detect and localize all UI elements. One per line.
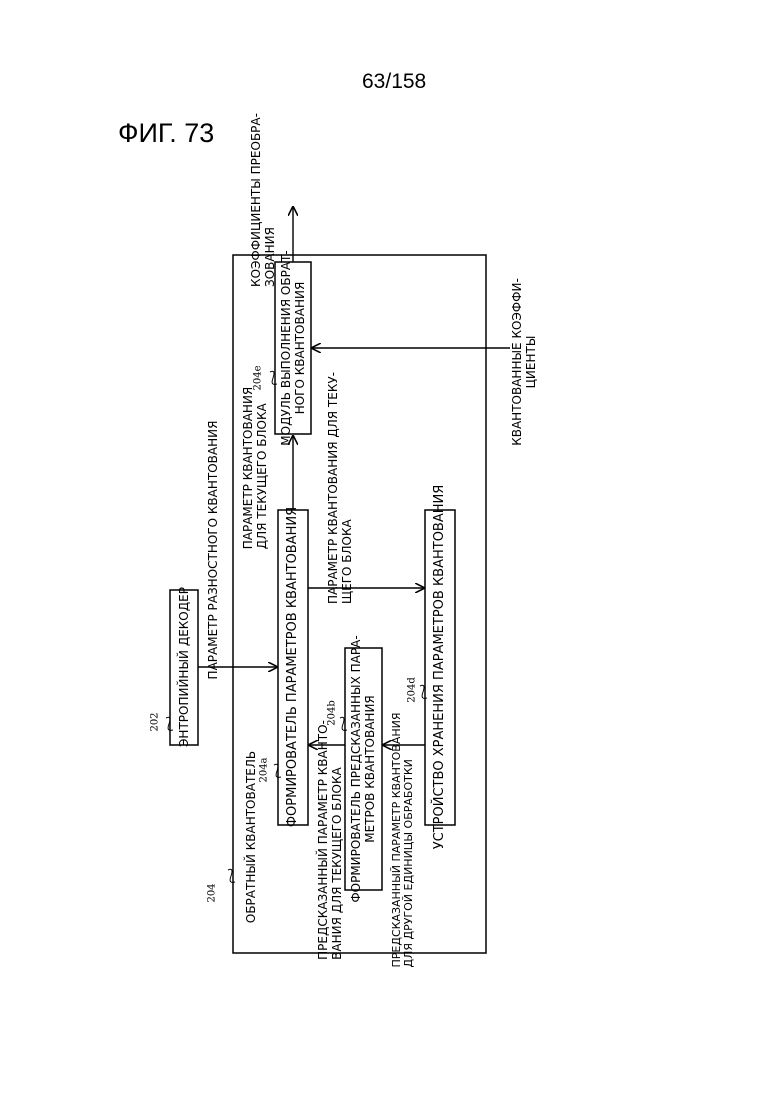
qp-generator-label: ФОРМИРОВАТЕЛЬ ПАРАМЕТРОВ КВАНТОВАНИЯ: [286, 507, 300, 827]
qp-current-mid-label: ПАРАМЕТР КВАНТОВАНИЯ ДЛЯ ТЕКУ- ЩЕГО БЛОК…: [326, 372, 354, 604]
qp-current-top-label: ПАРАМЕТР КВАНТОВАНИЯ ДЛЯ ТЕКУЩЕГО БЛОКА: [241, 387, 269, 550]
leader-204: [228, 869, 235, 882]
ref-204a: 204a: [259, 757, 270, 782]
predicted-qp-current-label: ПРЕДСКАЗАННЫЙ ПАРАМЕТР КВАНТО- ВАНИЯ ДЛЯ…: [316, 720, 344, 960]
entropy-decoder-label: ЭНТРОПИЙНЫЙ ДЕКОДЕР: [177, 587, 191, 747]
predicted-qp-generator-line2: МЕТРОВ КВАНТОВАНИЯ: [363, 635, 377, 902]
predicted-qp-current-line2: ВАНИЯ ДЛЯ ТЕКУЩЕГО БЛОКА: [330, 720, 344, 960]
inverse-quantizer-label: ОБРАТНЫЙ КВАНТОВАТЕЛЬ: [244, 751, 258, 923]
qp-current-top-line2: ДЛЯ ТЕКУЩЕГО БЛОКА: [255, 387, 269, 550]
ref-204d: 204d: [407, 677, 418, 703]
quantized-coeffs-line1: КВАНТОВАННЫЕ КОЭФФИ-: [510, 278, 524, 446]
quantized-coeffs-line2: ЦИЕНТЫ: [524, 278, 538, 446]
inverse-quant-module-label: МОДУЛЬ ВЫПОЛНЕНИЯ ОБРАТ- НОГО КВАНТОВАНИ…: [279, 250, 307, 445]
inverse-quant-module-line1: МОДУЛЬ ВЫПОЛНЕНИЯ ОБРАТ-: [279, 250, 293, 445]
predicted-qp-generator-line1: ФОРМИРОВАТЕЛЬ ПРЕДСКАЗАННЫХ ПАРА-: [349, 635, 363, 902]
transform-coeffs-line1: КОЭФФИЦИЕНТЫ ПРЕОБРА-: [249, 113, 263, 287]
predicted-qp-other-label: ПРЕДСКАЗАННЫЙ ПАРАМЕТР КВАНТОВАНИЯ ДЛЯ Д…: [391, 712, 415, 967]
leader-204e: [270, 371, 277, 384]
ref-204: 204: [207, 883, 218, 902]
qp-current-mid-line1: ПАРАМЕТР КВАНТОВАНИЯ ДЛЯ ТЕКУ-: [326, 372, 340, 604]
ref-202: 202: [150, 712, 161, 731]
transform-coeffs-label: КОЭФФИЦИЕНТЫ ПРЕОБРА- ЗОВАНИЯ: [249, 113, 277, 287]
leader-204d: [420, 685, 427, 698]
qp-current-top-line1: ПАРАМЕТР КВАНТОВАНИЯ: [241, 387, 255, 550]
qp-current-mid-line2: ЩЕГО БЛОКА: [340, 372, 354, 604]
inverse-quant-module-line2: НОГО КВАНТОВАНИЯ: [293, 250, 307, 445]
quantized-coeffs-label: КВАНТОВАННЫЕ КОЭФФИ- ЦИЕНТЫ: [510, 278, 538, 446]
diff-qp-signal-label: ПАРАМЕТР РАЗНОСТНОГО КВАНТОВАНИЯ: [206, 421, 220, 680]
transform-coeffs-line2: ЗОВАНИЯ: [263, 113, 277, 287]
qp-storage-label: УСТРОЙСТВО ХРАНЕНИЯ ПАРАМЕТРОВ КВАНТОВАН…: [433, 485, 447, 850]
predicted-qp-other-line2: ДЛЯ ДРУГОЙ ЕДИНИЦЫ ОБРАБОТКИ: [403, 712, 415, 967]
predicted-qp-generator-label: ФОРМИРОВАТЕЛЬ ПРЕДСКАЗАННЫХ ПАРА- МЕТРОВ…: [349, 635, 377, 902]
predicted-qp-current-line1: ПРЕДСКАЗАННЫЙ ПАРАМЕТР КВАНТО-: [316, 720, 330, 960]
